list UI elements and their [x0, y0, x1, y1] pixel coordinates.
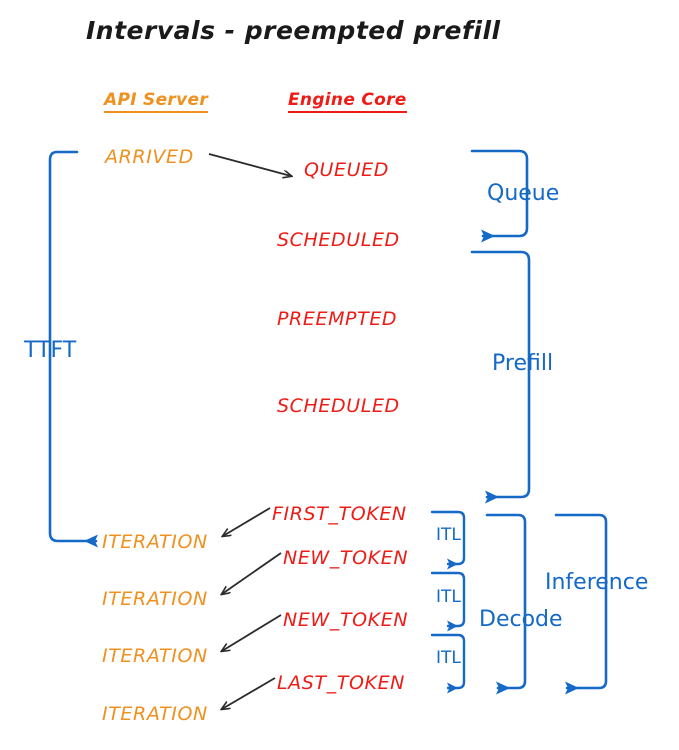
arrow-new-token-2-to-iteration: [222, 614, 282, 651]
state-scheduled-2: SCHEDULED: [277, 395, 400, 417]
interval-label-ttft: TTFT: [24, 338, 77, 363]
column-header-engine-core: Engine Core: [288, 92, 407, 113]
state-preempted: PREEMPTED: [277, 308, 398, 330]
state-queued: QUEUED: [304, 159, 390, 181]
state-first-token: FIRST_TOKEN: [272, 503, 407, 525]
interval-label-inference: Inference: [545, 570, 649, 595]
bracket-decode: [485, 513, 527, 695]
state-arrived: ARRIVED: [105, 146, 194, 168]
interval-label-itl-3: ITL: [436, 648, 461, 668]
arrow-new-token-1-to-iteration: [222, 552, 282, 594]
state-iteration-1: ITERATION: [102, 531, 208, 553]
state-iteration-3: ITERATION: [102, 645, 208, 667]
interval-label-itl-2: ITL: [436, 587, 461, 607]
interval-label-itl-1: ITL: [436, 525, 461, 545]
state-iteration-2: ITERATION: [102, 588, 208, 610]
state-new-token-1: NEW_TOKEN: [283, 547, 409, 569]
bracket-inference: [554, 513, 608, 695]
interval-label-prefill: Prefill: [492, 351, 554, 376]
state-iteration-4: ITERATION: [102, 703, 208, 725]
column-header-api-server: API Server: [104, 92, 209, 113]
state-last-token: LAST_TOKEN: [277, 672, 405, 694]
state-new-token-2: NEW_TOKEN: [283, 609, 409, 631]
arrow-last-token-to-iteration: [222, 677, 276, 709]
arrow-first-token-to-iteration: [223, 507, 271, 536]
interval-label-decode: Decode: [479, 607, 563, 632]
interval-label-queue: Queue: [487, 181, 560, 206]
state-scheduled-1: SCHEDULED: [277, 229, 400, 251]
arrow-arrived-to-queued: [208, 153, 291, 176]
page-title: Intervals - preempted prefill: [86, 16, 501, 45]
